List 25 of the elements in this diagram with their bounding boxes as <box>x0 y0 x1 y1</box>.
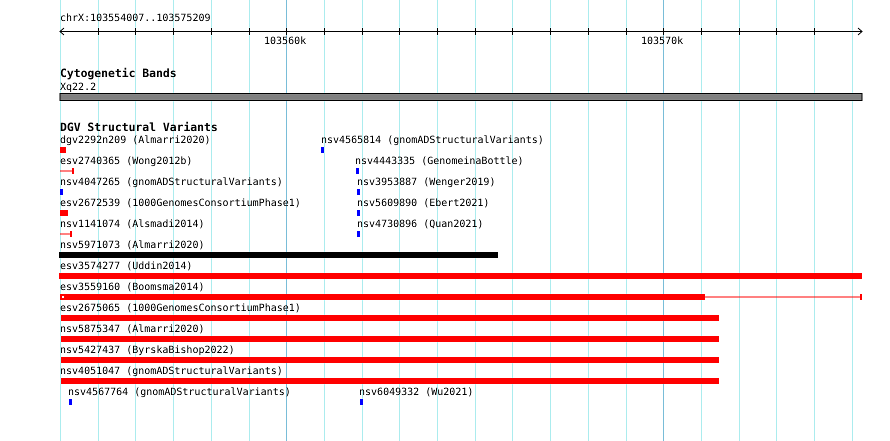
variant-label: nsv5971073 (Almarri2020) <box>60 240 204 251</box>
variant-label: nsv1141074 (Alsmadi2014) <box>60 219 204 230</box>
variant-label: nsv5609890 (Ebert2021) <box>357 198 490 209</box>
variant-label: esv2740365 (Wong2012b) <box>60 156 192 167</box>
variant-label: esv2672539 (1000GenomesConsortiumPhase1) <box>60 198 301 209</box>
track-title: Cytogenetic Bands <box>60 68 177 79</box>
band-label: Xq22.2 <box>60 82 96 93</box>
variant-label: nsv4567764 (gnomADStructuralVariants) <box>68 387 291 398</box>
variant-label: nsv5427437 (ByrskaBishop2022) <box>60 345 235 356</box>
variant-label: nsv4047265 (gnomADStructuralVariants) <box>60 177 283 188</box>
track-title: DGV Structural Variants <box>60 122 218 133</box>
variant-label: esv3574277 (Uddin2014) <box>60 261 192 272</box>
variant-label: nsv3953887 (Wenger2019) <box>357 177 496 188</box>
variant-label: nsv4730896 (Quan2021) <box>357 219 484 230</box>
variant-label: nsv5875347 (Almarri2020) <box>60 324 204 335</box>
variant-label: nsv4051047 (gnomADStructuralVariants) <box>60 366 283 377</box>
scale-label: 103570k <box>641 36 684 47</box>
variant-label: dgv2292n209 (Almarri2020) <box>60 135 211 146</box>
variant-label: nsv4443335 (GenomeinaBottle) <box>355 156 524 167</box>
coordinate-label: chrX:103554007..103575209 <box>60 13 211 24</box>
variant-label: esv3559160 (Boomsma2014) <box>60 282 204 293</box>
variant-label: nsv6049332 (Wu2021) <box>359 387 474 398</box>
scale-label: 103560k <box>264 36 306 47</box>
variant-label: esv2675065 (1000GenomesConsortiumPhase1) <box>60 303 301 314</box>
variant-label: nsv4565814 (gnomADStructuralVariants) <box>321 135 544 146</box>
